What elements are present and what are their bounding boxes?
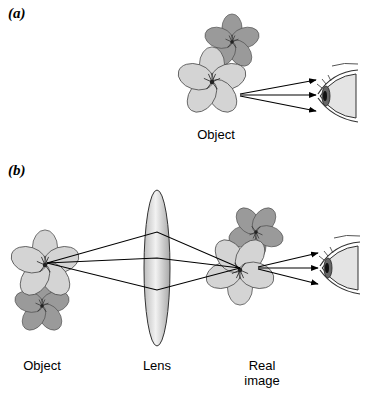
lens (144, 190, 170, 346)
flower (8, 230, 83, 301)
object-label: Object (23, 358, 61, 373)
flower (175, 47, 250, 118)
eye (319, 235, 360, 294)
panel-letter: (a) (8, 6, 26, 21)
panel-letter: (b) (8, 163, 26, 178)
eye (317, 63, 358, 122)
flower (203, 234, 278, 305)
image-label: Real image (239, 358, 285, 388)
object-label: Object (197, 127, 235, 142)
lens-label: Lens (143, 358, 171, 373)
